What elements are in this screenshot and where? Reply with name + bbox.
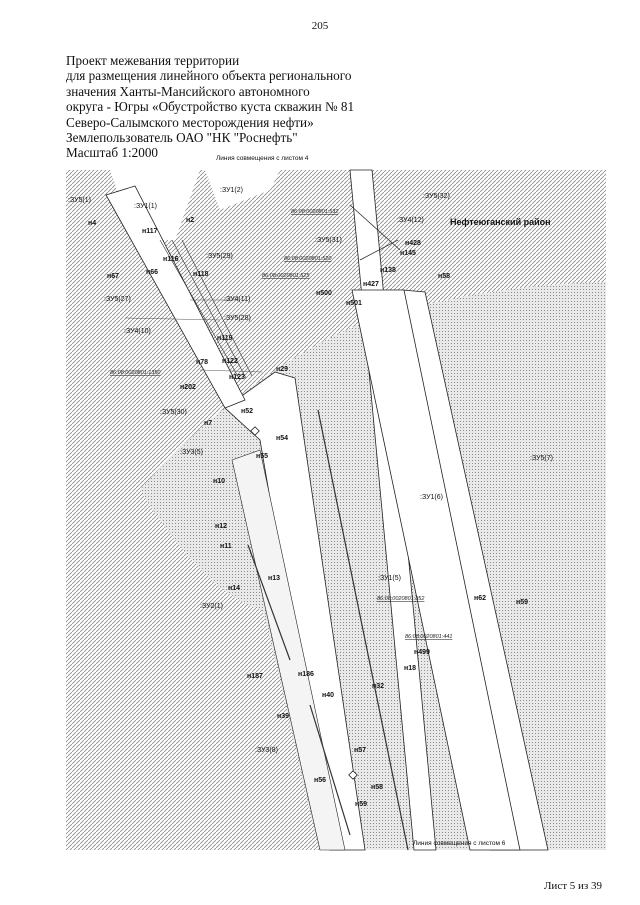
point-label: н58 <box>371 784 383 791</box>
parcel-label: :ЗУ1(1) <box>134 203 157 210</box>
point-label: н13 <box>268 575 280 582</box>
point-label: н54 <box>276 435 288 442</box>
point-label: н62 <box>474 595 486 602</box>
point-label: н119 <box>217 335 233 342</box>
point-label: н56 <box>314 777 326 784</box>
point-label: н145 <box>400 250 416 257</box>
parcel-label: :ЗУ5(29) <box>206 253 233 260</box>
parcel-label: :ЗУ2(1) <box>200 603 223 610</box>
cadastral-label: 86:08:0020801:520 <box>284 256 332 262</box>
point-label: н10 <box>213 478 225 485</box>
parcel-label: :ЗУ4(10) <box>124 328 151 335</box>
title-line: Северо-Салымского месторождения нефти» <box>66 114 314 130</box>
parcel-label: :ЗУ1(5) <box>378 575 401 582</box>
cadastral-label: 86:08:0020801:441 <box>405 634 452 640</box>
point-label: н500 <box>316 290 332 297</box>
point-label: н427 <box>363 281 379 288</box>
point-label: н55 <box>256 453 268 460</box>
corridor <box>351 289 521 851</box>
point-label: н2 <box>186 217 194 224</box>
point-label: н29 <box>276 366 288 373</box>
parcel-label: :ЗУ4(11) <box>224 296 250 303</box>
point-label: н122 <box>222 358 238 365</box>
title-line: округа - Югры «Обустройство куста скважи… <box>66 99 355 115</box>
point-label: н118 <box>193 271 209 278</box>
title-line: значения Ханты-Мансийского автономного <box>66 83 310 99</box>
sheet-number: Лист 5 из 39 <box>543 880 602 892</box>
point-label: н7 <box>204 420 212 427</box>
point-label: н123 <box>229 374 245 381</box>
point-label: н40 <box>322 692 334 699</box>
point-label: н187 <box>247 673 263 680</box>
sheet-line-top: Линия совмещения с листом 4 <box>216 155 309 162</box>
title-line: Проект межевания территории <box>66 53 240 68</box>
parcel-label: :ЗУ5(32) <box>423 193 450 200</box>
point-label: н66 <box>146 269 158 276</box>
corridor <box>105 185 246 409</box>
point-label: н39 <box>277 713 289 720</box>
parcel-label: :ЗУ5(1) <box>68 197 91 204</box>
point-label: н52 <box>241 408 253 415</box>
parcel-label: :ЗУ3(5) <box>180 449 203 456</box>
point-label: н116 <box>163 256 179 263</box>
point-label: н67 <box>107 273 119 280</box>
point-label: н12 <box>215 523 227 530</box>
parcel-label: :ЗУ1(2) <box>220 187 243 194</box>
sheet-line-bottom: Линия совмещения с листом 6 <box>413 840 506 847</box>
point-label: н59 <box>516 599 528 606</box>
point-label: н117 <box>142 228 158 235</box>
corridor <box>231 449 346 851</box>
parcel-label: :ЗУ1(6) <box>420 494 443 501</box>
parcel-label: :ЗУ5(30) <box>160 409 187 416</box>
parcel-label: :ЗУ3(8) <box>255 747 278 754</box>
point-label: н186 <box>298 671 314 678</box>
point-label: н499 <box>414 649 430 656</box>
point-label: н428 <box>405 240 421 247</box>
parcel-label: :ЗУ5(27) <box>104 296 131 303</box>
point-label: н57 <box>354 747 366 754</box>
parcel-label: :ЗУ5(31) <box>315 237 342 244</box>
point-label: н18 <box>404 665 416 672</box>
cadastral-label: 86:08:0020801:1350 <box>110 370 161 376</box>
point-label: н58 <box>438 273 450 280</box>
point-label: н14 <box>228 585 240 592</box>
cadastral-label: 86:08:0020801:532 <box>291 209 338 215</box>
point-label: н202 <box>180 384 196 391</box>
title-line: для размещения линейного объекта региона… <box>66 68 352 84</box>
region-label: Нефтеюганский район <box>450 217 551 227</box>
cadastral-label: 86:08:0020801:525 <box>262 273 310 279</box>
title-line: Масштаб 1:2000 <box>66 145 159 161</box>
point-label: н4 <box>88 220 96 227</box>
page-number: 205 <box>311 20 329 32</box>
cadastral-label: 86:08:0020801:352 <box>377 596 424 602</box>
point-label: н501 <box>346 300 362 307</box>
parcel-label: :ЗУ5(28) <box>224 315 251 322</box>
corridor <box>224 371 366 851</box>
point-label: н11 <box>220 543 232 550</box>
parcel-label: :ЗУ5(7) <box>530 455 553 462</box>
point-label: н138 <box>380 267 396 274</box>
point-label: н59 <box>355 801 367 808</box>
title-block: Проект межевания территории для размещен… <box>66 53 396 161</box>
point-label: н78 <box>196 359 208 366</box>
title-line: Землепользователь ОАО "НК "Роснефть" <box>66 130 298 146</box>
point-label: н32 <box>372 683 384 690</box>
parcel-label: :ЗУ4(12) <box>397 217 424 224</box>
white-area <box>205 170 280 210</box>
